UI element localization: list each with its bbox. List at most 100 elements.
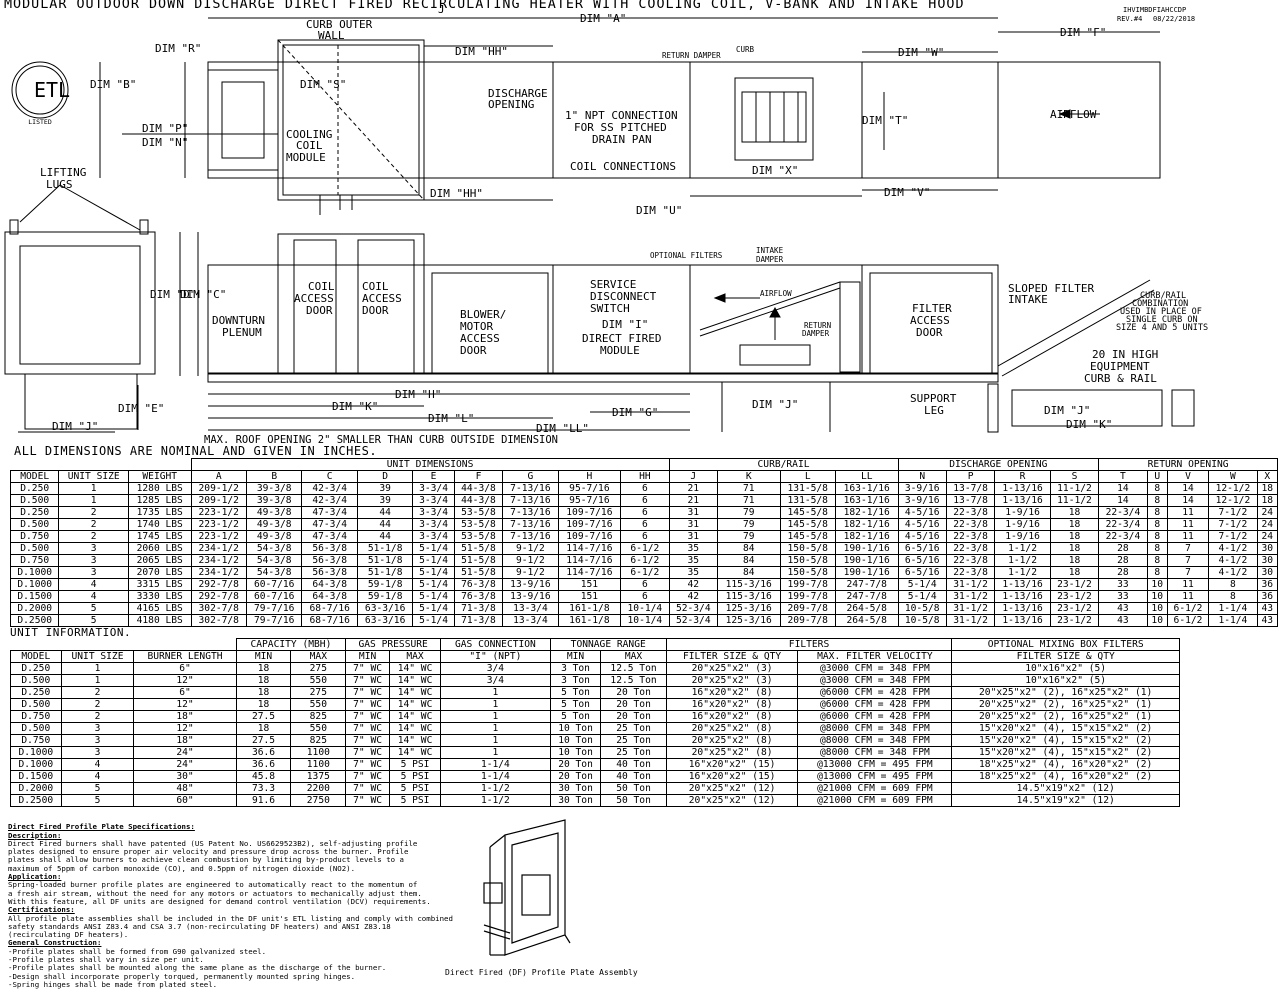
dim-table-cell: 21 [668,494,718,507]
dim-table-cell: 31 [668,506,718,519]
dim-table-cell: D.2500 [9,614,60,627]
dim-table-cell: 6 [620,530,670,543]
dim-table-cell: 6 [620,518,670,531]
unit-information-table: CAPACITY (MBH) GAS PRESSURE GAS CONNECTI… [10,638,1180,807]
return-damper-side-1: RETURN [804,321,831,330]
dim-ll: DIM "LL" [536,422,589,435]
mixing-box-group: OPTIONAL MIXING BOX FILTERS [951,638,1180,651]
dim-table-cell: 24 [1256,506,1279,519]
profile-plate-notes: Direct Fired Profile Plate Specification… [8,815,453,989]
dim-u: DIM "U" [636,204,682,217]
dim-x: DIM "X" [752,164,798,177]
dim-table-cell: 22-3/8 [945,518,996,531]
dim-table-cell: 28 [1098,542,1148,555]
dim-table-cell: 3-9/16 [897,494,947,507]
dim-table-cell: 7-1/2 [1208,518,1258,531]
dim-table-cell: 3 [58,554,129,567]
dim-table-cell: 1745 LBS [127,530,192,543]
info-column-header: "I" (NPT) [440,650,551,663]
info-table-cell: 6" [133,686,237,699]
info-table-cell: 14.5"x19"x2" (12) [951,794,1180,807]
dim-table-cell: 30 [1256,566,1279,579]
dim-table-cell: 14 [1098,482,1148,495]
dim-table-cell: 22-3/8 [945,542,996,555]
info-table-cell: 27.5 [235,710,292,723]
dim-table-cell: 5-1/4 [412,590,455,603]
dim-column-header: W [1208,470,1258,483]
dim-column-header: E [412,470,455,483]
info-table-cell: 10"x16"x2" (5) [951,662,1180,675]
dim-table-cell: 1 [58,494,129,507]
info-column-header: MIN [345,650,390,663]
dim-table-cell: 18 [1049,506,1100,519]
info-table-cell: 25 Ton [600,746,667,759]
dim-table-cell: 33 [1098,578,1148,591]
dim-table-cell: 84 [716,542,781,555]
info-table-cell: 7" WC [345,710,390,723]
dim-table-cell: D.1000 [9,578,60,591]
info-column-header: MODEL [10,650,62,663]
dim-table-cell: 59-1/8 [356,578,414,591]
info-table-cell: @8000 CFM = 348 FPM [797,746,953,759]
dim-table-cell: 30 [1256,554,1279,567]
dim-table-cell: 6 [620,494,670,507]
dim-table-cell: 68-7/16 [301,614,358,627]
dim-table-cell: 4-1/2 [1208,542,1258,555]
dim-table-cell: 63-3/16 [356,602,414,615]
dim-table-cell: 35 [668,542,718,555]
info-table-cell: 7" WC [345,674,390,687]
npt-connection-3: DRAIN PAN [592,133,652,146]
dim-table-cell: 9-1/2 [502,566,559,579]
dim-table-cell: 7 [1166,566,1210,579]
dim-table-cell: 8 [1146,518,1168,531]
dim-table-cell: 150-5/8 [779,566,836,579]
dim-table-cell: 3-3/4 [412,506,455,519]
dim-table-cell: 51-1/8 [356,566,414,579]
dim-table-cell: 145-5/8 [779,530,836,543]
info-table-cell: 7" WC [345,662,390,675]
info-table-cell: 25 Ton [600,734,667,747]
dim-table-cell: 10-1/4 [620,614,670,627]
info-table-cell: 16"x20"x2" (8) [665,710,799,723]
dim-f: DIM "F" [1060,26,1106,39]
dim-table-cell: 95-7/16 [557,482,622,495]
dim-table-cell: 24 [1256,530,1279,543]
dim-table-cell: 43 [1098,602,1148,615]
info-table-cell: 5 PSI [388,782,442,795]
info-table-cell: 16"x20"x2" (8) [665,698,799,711]
dim-w: DIM "W" [898,46,944,59]
dim-table-cell: 49-3/8 [245,530,303,543]
dim-table-cell: 42-3/4 [301,482,358,495]
info-table-cell: 14" WC [388,722,442,735]
dim-table-cell: 42-3/4 [301,494,358,507]
dim-g: DIM "G" [612,406,658,419]
info-table-cell: 5 Ton [549,710,602,723]
tonnage-group: TONNAGE RANGE [549,638,667,651]
info-table-cell: D.1500 [10,770,62,783]
dim-column-header: MODEL [9,470,60,483]
info-table-cell: 14" WC [388,734,442,747]
dim-column-header: B [245,470,303,483]
dim-table-cell: 42 [668,590,718,603]
gas-pressure-group: GAS PRESSURE [345,638,442,651]
dim-table-cell: 9-1/2 [502,542,559,555]
dim-table-cell: 13-9/16 [502,590,559,603]
dim-table-cell: 161-1/8 [557,614,622,627]
dim-table-cell: D.250 [9,506,60,519]
dim-table-cell: 125-3/16 [716,614,781,627]
dim-table-cell: 209-7/8 [779,614,836,627]
filter-access-2: ACCESS [910,314,950,327]
dim-table-cell: 51-5/8 [453,542,504,555]
dim-table-cell: 13-3/4 [502,614,559,627]
dim-table-cell: 39 [356,494,414,507]
return-opening-group: RETURN OPENING [1098,458,1278,471]
dim-table-cell: 10 [1146,602,1168,615]
dim-column-header: F [453,470,504,483]
top-view-outline [19,17,1161,231]
dim-table-cell: 247-7/8 [834,590,899,603]
